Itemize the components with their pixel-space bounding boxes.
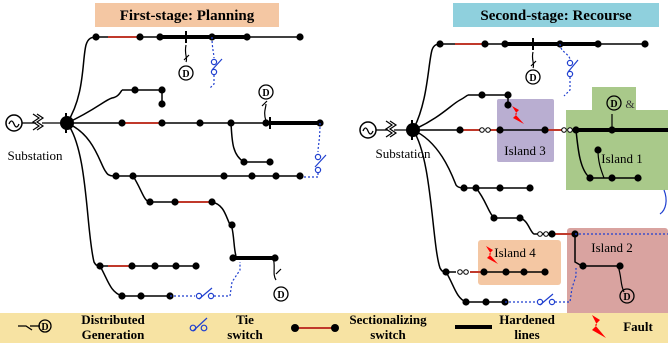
legend-dg-icon: D [18, 319, 52, 333]
legend-tie-label-1: Tie [236, 312, 254, 327]
tie-switch-icon [300, 122, 327, 178]
planning-panel-title: First-stage: Planning [95, 3, 279, 27]
dg-icon: D [258, 84, 274, 107]
svg-text:D: D [623, 292, 630, 303]
dg-icon: D [178, 54, 194, 81]
dg-icon: D [525, 60, 541, 85]
planning-network: Substation D [5, 31, 327, 302]
island-2-region [567, 228, 668, 321]
legend-fault-label: Fault [623, 319, 653, 334]
legend-sectionalizing-label-1: Sectionalizing [349, 312, 427, 327]
legend-tie-label-2: switch [227, 327, 263, 342]
recourse-panel-title: Second-stage: Recourse [453, 3, 659, 27]
substation-icon [359, 120, 412, 139]
legend-sectionalizing-icon [291, 324, 339, 332]
svg-text:First-stage: Planning: First-stage: Planning [120, 8, 255, 24]
fault-icon [486, 246, 498, 264]
legend: D Distributed Generation Tie switch Sect… [0, 312, 668, 343]
tie-switch-icon [559, 43, 579, 97]
recourse-network: Substation D [359, 38, 668, 321]
island-1-region [566, 87, 668, 190]
tie-switch-icon [505, 268, 577, 306]
island-4-region [478, 240, 561, 285]
battery-icon: & [625, 97, 635, 111]
svg-text:D: D [182, 69, 189, 80]
svg-text:D: D [277, 290, 284, 301]
svg-text:D: D [41, 322, 48, 333]
legend-fault-icon [592, 315, 606, 338]
island-4-label: Island 4 [494, 245, 536, 260]
svg-text:Second-stage: Recourse: Second-stage: Recourse [480, 8, 632, 24]
svg-text:D: D [529, 73, 536, 84]
dg-icon: D [619, 288, 635, 304]
dg-icon: D [606, 95, 622, 111]
legend-tie-switch-icon [189, 317, 208, 332]
island-1-label: Island 1 [601, 151, 643, 166]
island-2-label: Island 2 [591, 240, 633, 255]
substation-label: Substation [376, 146, 431, 161]
tie-switch-icon [209, 36, 223, 89]
legend-hardened-label-2: lines [514, 327, 539, 342]
legend-dg-label-2: Generation [82, 327, 146, 342]
fault-icon [512, 106, 524, 124]
svg-text:D: D [610, 99, 617, 110]
dg-icon: D [273, 268, 289, 302]
legend-dg-label-1: Distributed [81, 312, 145, 327]
svg-text:D: D [262, 88, 269, 99]
island-3-label: Island 3 [504, 143, 546, 158]
legend-hardened-label-1: Hardened [499, 312, 555, 327]
substation-icon [5, 113, 66, 132]
substation-label: Substation [8, 148, 63, 163]
legend-sectionalizing-label-2: switch [370, 327, 406, 342]
tie-switch-icon [170, 262, 241, 300]
